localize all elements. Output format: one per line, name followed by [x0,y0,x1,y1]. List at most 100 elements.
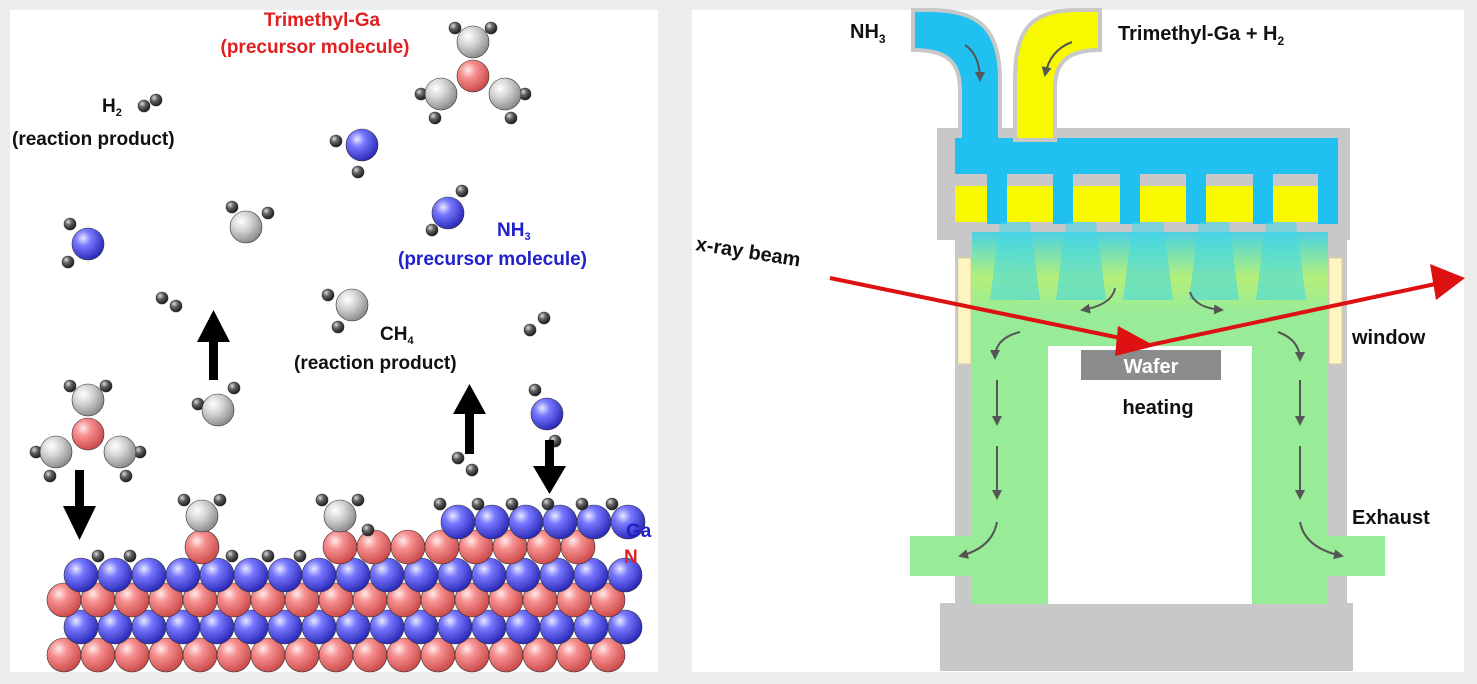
c-atom [229,210,263,244]
n-atom [356,529,392,565]
h-atom [425,223,439,237]
h-atom [528,383,542,397]
h-atom [428,111,442,125]
tmga-manifold [955,8,1338,222]
h-atom [433,497,447,511]
ga-atom [610,504,646,540]
h-atom [455,184,469,198]
h-atom [225,549,239,563]
ga-atom [607,557,643,593]
h-atom [575,497,589,511]
exhaust-port-right [1320,536,1385,576]
h2-label: H2 [102,96,122,119]
h-atom [63,379,77,393]
tmga-inlet-label: Trimethyl-Ga + H2 [1118,23,1285,48]
h-atom [169,299,183,313]
h-atom [361,523,375,537]
wafer-label: Wafer [1124,356,1179,378]
ga-atom [97,557,133,593]
n-atom [431,196,465,230]
h-atom [43,469,57,483]
h-atom [505,497,519,511]
ga-label: Ga [626,521,652,542]
xray-reflected-arrowhead [1430,264,1465,300]
ch4-label: CH4 [380,324,414,347]
c-atom [335,288,369,322]
ga-atom [63,557,99,593]
h-atom [523,323,537,337]
xray-incident-arrowhead [1115,326,1155,356]
ga-atom [474,504,510,540]
h-atom [177,493,191,507]
n-label: N [624,547,638,568]
h-atom [227,381,241,395]
ch4-subtitle: (reaction product) [294,353,457,374]
h-atom [351,165,365,179]
h-atom [213,493,227,507]
gan-crystal-surface [46,493,646,673]
h-atom [504,111,518,125]
h-atom [331,320,345,334]
c-atom [424,77,458,111]
h-atom [293,549,307,563]
h-atom [99,379,113,393]
window-left [957,257,972,365]
n-atom [590,637,626,673]
h-atom [465,463,479,477]
arrow-ch3-up [197,310,230,380]
h2-subtitle: (reaction product) [12,129,175,150]
n-atom [560,529,596,565]
flux-arrows [63,310,566,540]
ga-atom [71,417,105,451]
h-atom [119,469,133,483]
reactor-base [940,603,1353,671]
c-atom [488,77,522,111]
h-atom [321,288,335,302]
h-atom [541,497,555,511]
h-atom [261,549,275,563]
h-atom [155,291,169,305]
ga-atom [440,504,476,540]
ga-atom [267,557,303,593]
nh3-nozzles [987,172,1338,224]
tmga-inlet-pipe [1013,8,1102,142]
arrow-nh3-down [533,440,566,494]
h-atom [537,311,551,325]
h-atom [225,200,239,214]
tmga-subtitle: (precursor molecule) [221,37,410,58]
c-atom [185,499,219,533]
wafer [1081,350,1221,380]
nozzle-jets [990,222,1306,300]
ga-atom [165,557,201,593]
n-atom [345,128,379,162]
gas-phase-molecules [29,21,564,483]
h-atom [329,134,343,148]
h-atom [471,497,485,511]
exhaust-port-left [910,536,980,576]
nh3-inlet-pipe [911,8,1002,142]
n-atom [590,582,626,618]
heater-cavity [1048,346,1252,604]
h-atom [137,99,151,113]
ga-atom [508,504,544,540]
window-right [1328,257,1343,365]
h-atom [123,549,137,563]
c-atom [103,435,137,469]
n-atom [71,227,105,261]
exhaust-label: Exhaust [1352,507,1430,529]
h-atom [61,255,75,269]
h-atom [351,493,365,507]
c-atom [456,25,490,59]
c-atom [323,499,357,533]
arrow-ch4-up [453,384,486,454]
ga-atom [233,557,269,593]
nh3-label: NH3 [497,220,531,243]
heating-label: heating [1122,397,1193,419]
c-atom [39,435,73,469]
nh3-inlet-label: NH3 [850,21,886,46]
flow-arrows [958,41,1344,560]
h-atom [605,497,619,511]
h-atom [149,93,163,107]
h-atom [261,206,275,220]
